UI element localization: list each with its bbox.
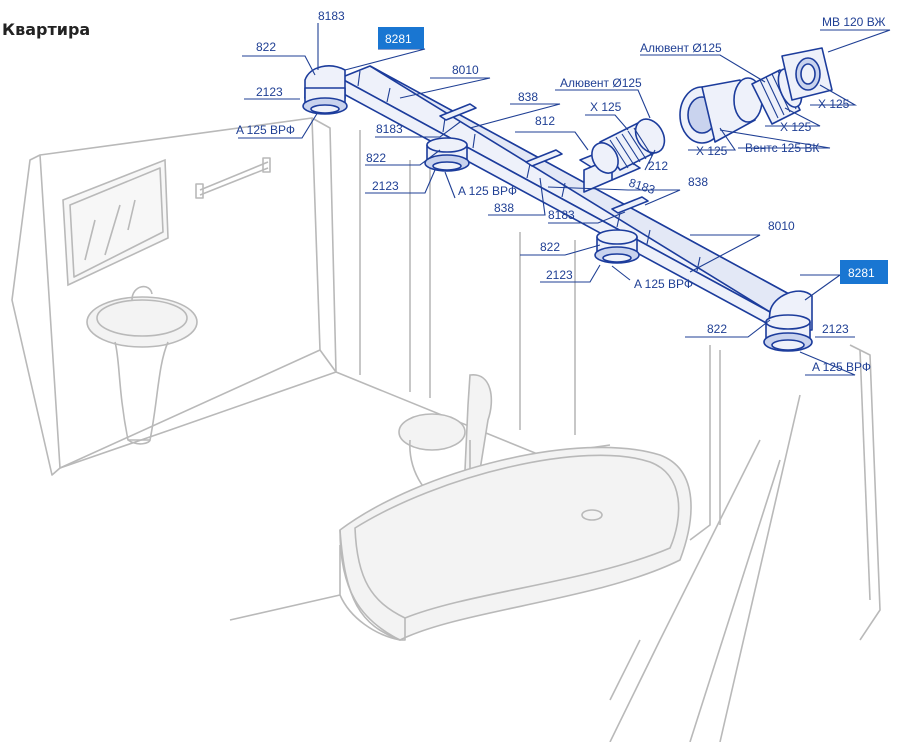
- label-2123-d: 2123: [822, 322, 849, 336]
- label-2123-c: 2123: [546, 268, 573, 282]
- label-822-a: 822: [256, 40, 276, 54]
- label-8183-c: 8183: [627, 176, 657, 198]
- label-a125-d: A 125 ВРФ: [812, 360, 871, 374]
- label-822-b: 822: [366, 151, 386, 165]
- label-a125-b: A 125 ВРФ: [458, 184, 517, 198]
- highlight-8281-right: [840, 260, 888, 284]
- label-aluvent-2: Алювент Ø125: [640, 41, 722, 55]
- labels: 8183 8281 822 2123 A 125 ВРФ 8010 838 81…: [236, 9, 886, 374]
- label-x125-c: X 125: [780, 120, 812, 134]
- label-8183-d: 8183: [548, 208, 575, 222]
- page-title: Квартира: [2, 20, 91, 39]
- label-2123-a: 2123: [256, 85, 283, 99]
- toilet: [398, 374, 493, 501]
- label-838-a: 838: [518, 90, 538, 104]
- label-a125-a: A 125 ВРФ: [236, 123, 295, 137]
- label-8183-b: 8183: [376, 122, 403, 136]
- sink: [86, 285, 198, 445]
- highlight-8281-top: [378, 27, 424, 49]
- label-aluvent-1: Алювент Ø125: [560, 76, 642, 90]
- label-mv120: МВ 120 ВЖ: [822, 15, 886, 29]
- leader-lines: [238, 23, 891, 376]
- label-838-b: 838: [494, 201, 514, 215]
- label-822-d: 822: [707, 322, 727, 336]
- label-8010-b: 8010: [768, 219, 795, 233]
- duct-system: [302, 47, 833, 352]
- label-8183-a: 8183: [318, 9, 345, 23]
- label-822-c: 822: [540, 240, 560, 254]
- label-212: 212: [648, 159, 668, 173]
- label-x125-a: X 125: [590, 100, 622, 114]
- mirror: [62, 158, 169, 287]
- towel-bar: [195, 157, 271, 199]
- label-2123-b: 2123: [372, 179, 399, 193]
- label-vents: Вентс 125 ВК: [745, 141, 819, 155]
- bathtub: [339, 446, 692, 641]
- label-x125-d: X 125: [818, 97, 850, 111]
- room-outline: [11, 117, 881, 742]
- label-812: 812: [535, 114, 555, 128]
- label-8010-a: 8010: [452, 63, 479, 77]
- label-8281-right: 8281: [848, 266, 875, 280]
- label-x125-b: X 125: [696, 144, 728, 158]
- label-a125-c: A 125 ВРФ: [634, 277, 693, 291]
- label-8281-top: 8281: [385, 32, 412, 46]
- label-838-c: 838: [688, 175, 708, 189]
